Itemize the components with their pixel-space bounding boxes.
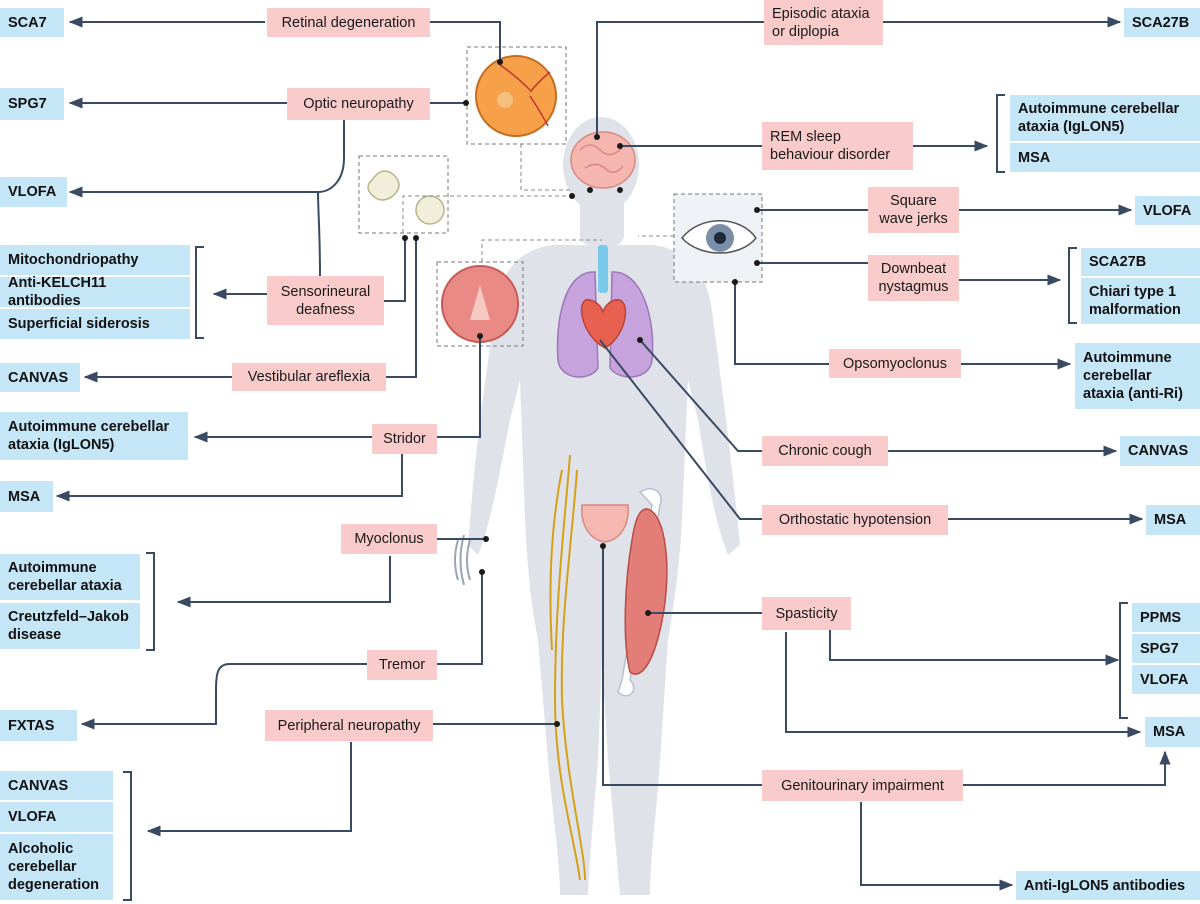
symptom-sensorineural-deafness: Sensorineural deafness [267, 276, 384, 325]
symptom-opsomyoclonus: Opsomyoclonus [829, 349, 961, 378]
symptom-episodic-ataxia: Episodic ataxia or diplopia [764, 0, 883, 45]
diagnosis-autoimmune-cerebellar-ataxia: Autoimmune cerebellar ataxia [0, 554, 140, 600]
symptom-stridor: Stridor [372, 424, 437, 454]
diagnosis-msa: MSA [1145, 717, 1200, 747]
connector-lines [55, 16, 1171, 901]
diagnosis-anti-iglon5-antibodies: Anti-IgLON5 antibodies [1016, 871, 1200, 900]
diagnosis-vlofa: VLOFA [1132, 665, 1200, 694]
diagnosis-autoimmune-cerebellar-ataxia-iglon5: Autoimmune cerebellar ataxia (IgLON5) [0, 412, 188, 460]
symptom-square-wave-jerks: Square wave jerks [868, 187, 959, 233]
diagnosis-canvas: CANVAS [0, 363, 80, 392]
diagnosis-anti-kelch11: Anti-KELCH11 antibodies [0, 275, 190, 309]
eye-fundus-inset [466, 46, 567, 145]
brain-icon [570, 131, 636, 189]
diagnosis-spg7: SPG7 [0, 88, 64, 120]
symptom-chronic-cough: Chronic cough [762, 436, 888, 466]
nerve-lines [549, 454, 586, 881]
heart-icon [580, 299, 627, 349]
symptom-peripheral-neuropathy: Peripheral neuropathy [265, 710, 433, 741]
tremor-motion-lines [454, 534, 471, 586]
symptom-orthostatic-hypotension: Orthostatic hypotension [762, 505, 948, 535]
lungs-icon [556, 271, 654, 378]
diagnosis-spg7: SPG7 [1132, 634, 1200, 663]
diagnosis-canvas: CANVAS [1120, 436, 1200, 466]
diagnosis-chiari-type-1-malformation: Chiari type 1 malformation [1081, 278, 1200, 324]
diagnosis-sca7: SCA7 [0, 8, 64, 37]
diagnosis-fxtas: FXTAS [0, 710, 77, 741]
diagnosis-sca27b: SCA27B [1081, 248, 1200, 276]
diagnosis-mitochondriopathy: Mitochondriopathy [0, 245, 190, 275]
diagnosis-vlofa: VLOFA [1135, 196, 1200, 225]
symptom-rem-sleep-behaviour-disorder: REM sleep behaviour disorder [762, 122, 913, 170]
symptom-retinal-degeneration: Retinal degeneration [267, 8, 430, 37]
leg-muscle-icon [617, 488, 668, 697]
diagnosis-msa: MSA [0, 481, 53, 512]
diagnosis-alcoholic-cerebellar-degeneration: Alcoholic cerebellar degeneration [0, 834, 113, 900]
eye-inset [673, 193, 763, 283]
symptom-spasticity: Spasticity [762, 597, 851, 630]
diagnosis-ppms: PPMS [1132, 603, 1200, 632]
inner-ear-inset [358, 155, 449, 234]
diagnosis-autoimmune-cerebellar-ataxia-iglon5: Autoimmune cerebellar ataxia (IgLON5) [1010, 95, 1200, 141]
diagnosis-vlofa: VLOFA [0, 802, 113, 832]
diagnosis-sca27b: SCA27B [1124, 8, 1200, 37]
symptom-myoclonus: Myoclonus [341, 524, 437, 554]
symptom-downbeat-nystagmus: Downbeat nystagmus [868, 255, 959, 301]
diagnosis-msa: MSA [1146, 505, 1200, 535]
connector-dots [402, 59, 760, 727]
diagnosis-creutzfeld-jakob-disease: Creutzfeld–Jakob disease [0, 603, 140, 649]
symptom-vestibular-areflexia: Vestibular areflexia [232, 363, 386, 391]
symptom-optic-neuropathy: Optic neuropathy [287, 88, 430, 120]
trachea-icon [598, 245, 608, 293]
diagnosis-canvas: CANVAS [0, 771, 113, 800]
diagnosis-superficial-siderosis: Superficial siderosis [0, 309, 190, 339]
bladder-icon [581, 504, 629, 543]
diagnosis-autoimmune-cerebellar-ataxia-anti-ri: Autoimmune cerebellar ataxia (anti-Ri) [1075, 343, 1200, 409]
inset-connectors [402, 144, 674, 262]
symptom-tremor: Tremor [367, 650, 437, 680]
symptom-genitourinary-impairment: Genitourinary impairment [762, 770, 963, 801]
diagnosis-msa: MSA [1010, 143, 1200, 172]
diagnosis-vlofa: VLOFA [0, 177, 67, 207]
